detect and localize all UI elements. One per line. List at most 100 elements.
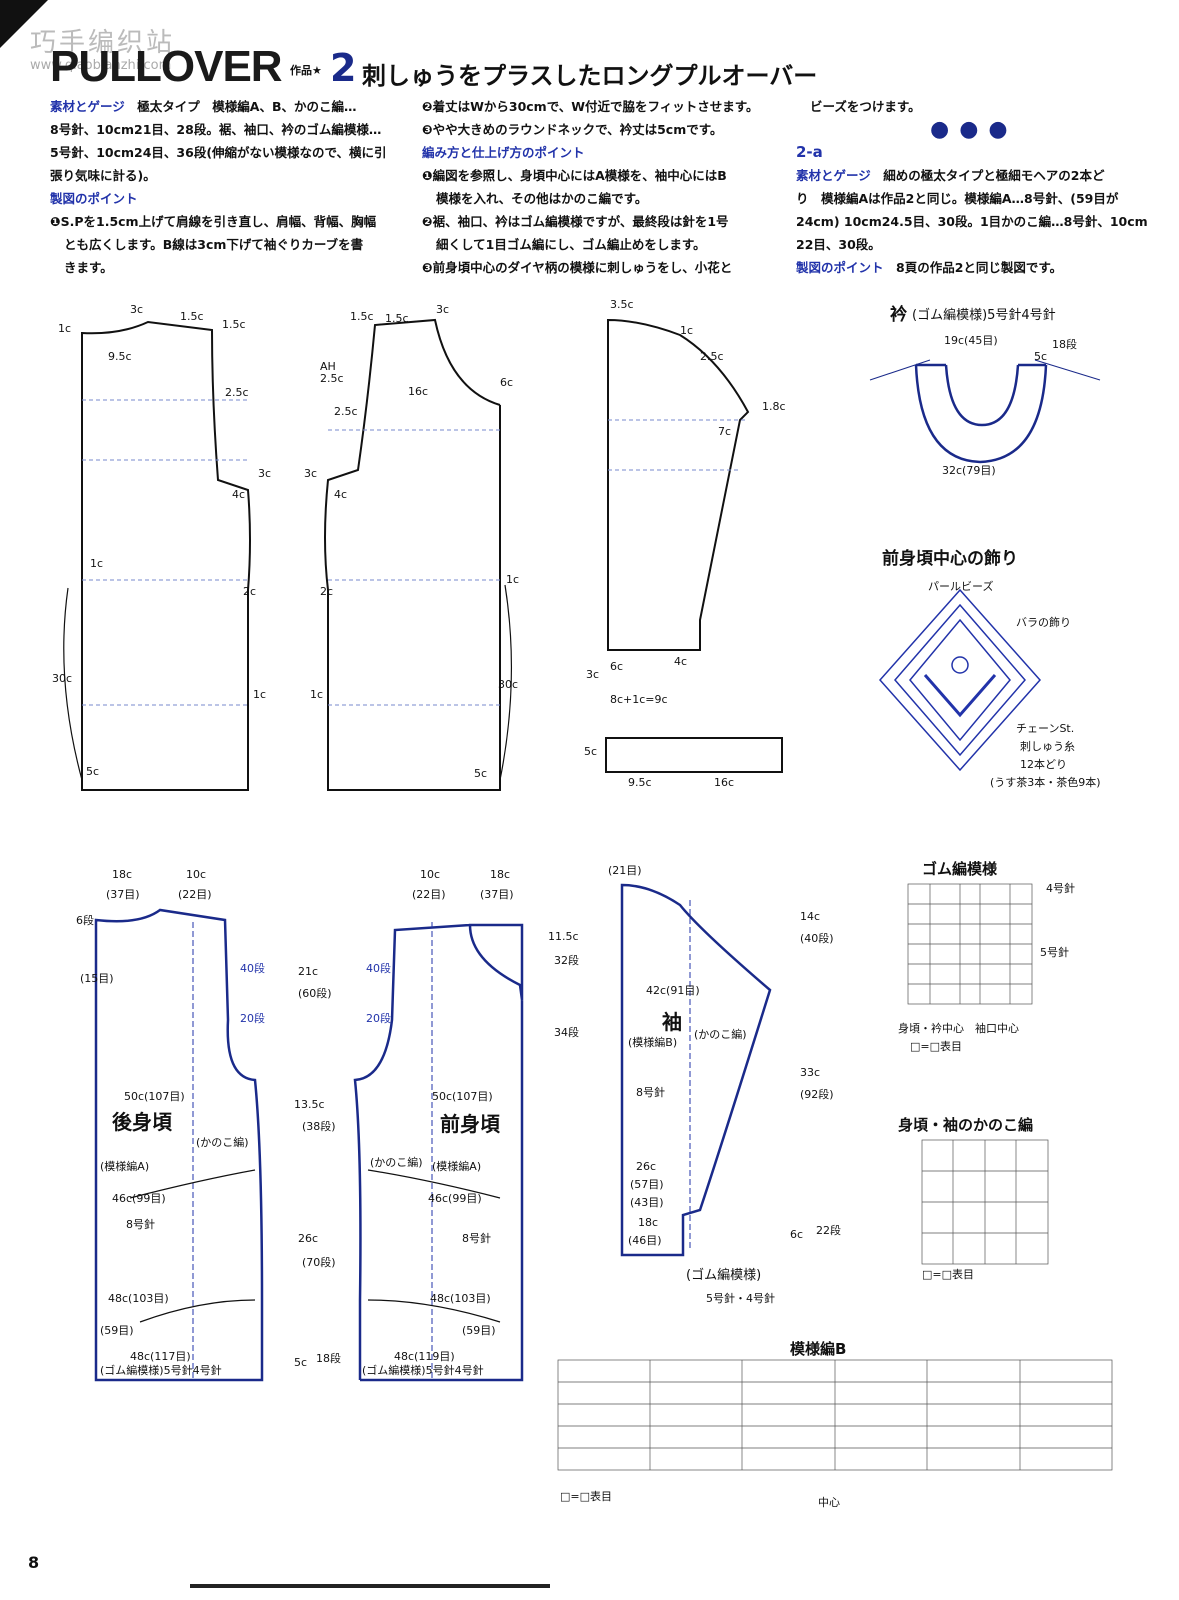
dim-label: 5c bbox=[294, 1356, 308, 1369]
work-tag: 作品★ bbox=[290, 64, 322, 77]
dim-label: 2c bbox=[243, 585, 257, 598]
dim-label: 32段 bbox=[554, 954, 579, 967]
needle-label: 5号針・4号針 bbox=[706, 1292, 775, 1305]
variant-label: 2-a bbox=[796, 143, 823, 161]
dim-label: 1.5c bbox=[350, 310, 374, 323]
dim-label: 18c bbox=[638, 1216, 659, 1229]
dim-label: 1c bbox=[58, 322, 72, 335]
front-draft-outline bbox=[324, 318, 501, 791]
legend: □=□表目 bbox=[910, 1040, 963, 1053]
dim-label: 18c bbox=[490, 868, 511, 881]
dim-label: 42c(91目) bbox=[646, 984, 700, 997]
callout: 身頃・衿中心 袖口中心 bbox=[898, 1022, 1019, 1035]
dim-label: (22目) bbox=[412, 888, 446, 901]
collar-spec: (ゴム編模様)5号針4号針 bbox=[912, 308, 1056, 323]
heading-method: 編み方と仕上げ方のポイント bbox=[422, 145, 585, 160]
dim-label: 4c bbox=[334, 488, 348, 501]
dim-label: 1.5c bbox=[385, 312, 409, 325]
rib-label: (ゴム編模様)5号針4号針 bbox=[362, 1364, 484, 1377]
dim-label: 48c(117目) bbox=[130, 1350, 191, 1363]
dim-label: 46c(99目) bbox=[112, 1192, 166, 1205]
pattern-label: (かのこ編) bbox=[196, 1136, 249, 1149]
sleeve-piece bbox=[620, 883, 772, 1257]
text-line: 8頁の作品2と同じ製図です。 bbox=[896, 260, 1063, 275]
dim-label: 1c bbox=[310, 688, 324, 701]
back-body-title: 後身頃 bbox=[112, 1110, 172, 1134]
dim-label: 30c bbox=[52, 672, 73, 685]
callout: 12本どり bbox=[1020, 758, 1067, 771]
text-line: ビーズをつけます。 bbox=[810, 99, 921, 114]
legend: □=□表目 bbox=[560, 1490, 613, 1503]
dim-label: 20段 bbox=[240, 1012, 265, 1025]
heading-materials: 素材とゲージ bbox=[50, 99, 125, 114]
pattern-b-grid bbox=[557, 1359, 1113, 1471]
footer-bar bbox=[190, 1584, 550, 1588]
callout: 5号針 bbox=[1040, 946, 1069, 959]
dim-label: 5c bbox=[474, 767, 488, 780]
dim-label: (60段) bbox=[298, 987, 332, 1000]
dim-label: 6段 bbox=[76, 914, 94, 927]
heading-materials-2a: 素材とゲージ bbox=[796, 168, 871, 183]
dim-label: 9.5c bbox=[628, 776, 652, 789]
rib-chart-title: ゴム編模様 bbox=[922, 860, 998, 878]
dim-label: 21c bbox=[298, 965, 319, 978]
callout: 刺しゅう糸 bbox=[1020, 740, 1075, 753]
dim-label: 46c(99目) bbox=[428, 1192, 482, 1205]
dim-label: (15目) bbox=[80, 972, 114, 985]
text-line: 24cm) 10cm24.5目、30段。1目かのこ編…8号針、10cm bbox=[796, 214, 1148, 229]
dim-label: 1c bbox=[90, 557, 104, 570]
dim-label: (70段) bbox=[302, 1256, 336, 1269]
front-body-piece bbox=[353, 923, 524, 1382]
legend: □=□表目 bbox=[922, 1268, 975, 1281]
dim-label: 20段 bbox=[366, 1012, 391, 1025]
dim-label: 18段 bbox=[316, 1352, 341, 1365]
dim-label: (40段) bbox=[800, 932, 834, 945]
text-line: 8号針、10cm21目、28段。裾、袖口、衿のゴム編模様… bbox=[50, 122, 382, 137]
dim-label: 3c bbox=[258, 467, 272, 480]
bullet-dots: ●●● bbox=[930, 117, 1018, 142]
dim-label: 5c bbox=[584, 745, 598, 758]
dim-label: 2.5c bbox=[334, 405, 358, 418]
rib-label: (ゴム編模様)5号針4号針 bbox=[100, 1364, 222, 1377]
text-line: ❶S.Pを1.5cm上げて肩線を引き直し、肩幅、背幅、胸幅 bbox=[50, 214, 377, 229]
instructions-col3: ビーズをつけます。 ●●● 2-a 素材とゲージ 細めの極太タイプと極細モヘアの… bbox=[796, 95, 1148, 279]
needle-label: 8号針 bbox=[462, 1232, 491, 1245]
text-line: ❶編図を参照し、身頃中心にはA模様を、袖中心にはB bbox=[422, 168, 727, 183]
dim-label: 2.5c bbox=[320, 372, 344, 385]
callout: (うす茶3本・茶色9本) bbox=[990, 776, 1101, 789]
heading-drafting: 製図のポイント bbox=[50, 191, 138, 206]
dim-label: (43目) bbox=[630, 1196, 664, 1209]
text-line: 22目、30段。 bbox=[796, 237, 881, 252]
dim-label: 3c bbox=[130, 303, 144, 316]
dim-label: (57目) bbox=[630, 1178, 664, 1191]
dim-label: (37目) bbox=[480, 888, 514, 901]
dim-label: 13.5c bbox=[294, 1098, 325, 1111]
dim-label: 50c(107目) bbox=[124, 1090, 185, 1103]
sleeve-title: 袖 bbox=[662, 1010, 682, 1034]
dim-label: 26c bbox=[298, 1232, 319, 1245]
corner-mark bbox=[0, 0, 48, 48]
needle-label: 8号針 bbox=[126, 1218, 155, 1231]
text-line: 張り気味に計る)。 bbox=[50, 168, 156, 183]
dim-label: 19c(45目) bbox=[944, 334, 998, 347]
text-line: 極太タイプ 模様編A、B、かのこ編… bbox=[137, 99, 357, 114]
dim-label: 8c+1c=9c bbox=[610, 693, 668, 706]
dim-label: 5c bbox=[1034, 350, 1048, 363]
dim-label: 34段 bbox=[554, 1026, 579, 1039]
dim-label: AH bbox=[320, 360, 336, 373]
dim-label: 10c bbox=[186, 868, 207, 881]
text-line: ❷裾、袖口、衿はゴム編模様ですが、最終段は針を1号 bbox=[422, 214, 729, 229]
dim-label: 3.5c bbox=[610, 298, 634, 311]
collar-title: 衿 bbox=[890, 305, 907, 325]
dim-label: 48c(103目) bbox=[430, 1292, 491, 1305]
dim-label: 6c bbox=[790, 1228, 804, 1241]
callout: チェーンSt. bbox=[1016, 722, 1075, 735]
text-line: ❷着丈はWから30cmで、W付近で脇をフィットさせます。 bbox=[422, 99, 759, 114]
dim-label: (59目) bbox=[100, 1324, 134, 1337]
dim-label: 3c bbox=[586, 668, 600, 681]
dim-label: 1c bbox=[506, 573, 520, 586]
dim-label: (38段) bbox=[302, 1120, 336, 1133]
dim-label: 6c bbox=[610, 660, 624, 673]
text-line: きます。 bbox=[64, 260, 113, 275]
